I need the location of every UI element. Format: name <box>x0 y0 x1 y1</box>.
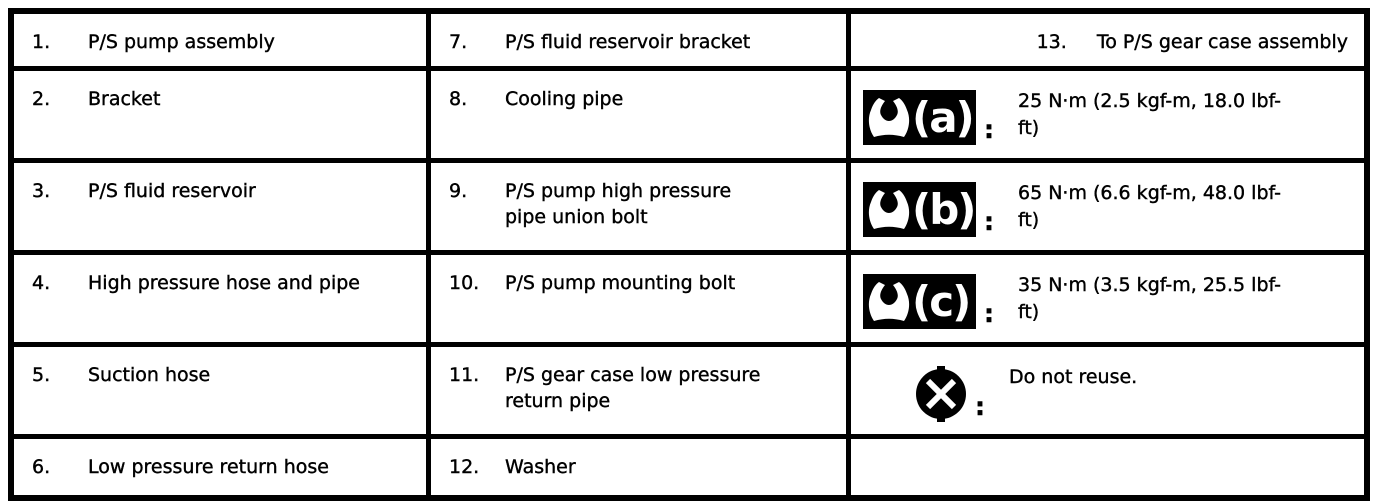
item-label: Low pressure return hose <box>88 456 329 478</box>
parts-legend-table: 1. P/S pump assembly 2. Bracket 3. P/S f… <box>8 8 1370 501</box>
item-number: 9. <box>449 180 468 202</box>
separator-colon: : <box>975 392 985 421</box>
item-number: 1. <box>32 31 51 53</box>
item-label: To P/S gear case assembly <box>1096 31 1349 53</box>
legend-item-2: 2. Bracket <box>14 71 426 158</box>
separator-colon: : <box>984 299 994 328</box>
item-number: 13. <box>1036 31 1067 53</box>
wrench-icon <box>868 97 910 137</box>
legend-item-3: 3. P/S fluid reservoir <box>14 163 426 250</box>
torque-note-a: (a) : 25 N·m (2.5 kgf-m, 18.0 lbf- ft) <box>851 71 1364 158</box>
legend-item-9: 9. P/S pump high pressure pipe union bol… <box>431 163 846 250</box>
do-not-reuse-note: : Do not reuse. <box>851 347 1364 434</box>
torque-note-c: (c) : 35 N·m (3.5 kgf-m, 25.5 lbf- ft) <box>851 255 1364 342</box>
legend-item-7: 7. P/S fluid reservoir bracket <box>431 14 846 66</box>
item-number: 3. <box>32 180 51 202</box>
item-label: P/S pump mounting bolt <box>505 272 736 294</box>
legend-item-5: 5. Suction hose <box>14 347 426 434</box>
item-label: P/S gear case low pressure return pipe <box>505 364 761 412</box>
item-number: 2. <box>32 88 51 110</box>
item-number: 10. <box>449 272 480 294</box>
torque-badge-b: (b) <box>863 182 976 237</box>
item-number: 8. <box>449 88 468 110</box>
item-number: 6. <box>32 456 51 478</box>
item-number: 12. <box>449 456 480 478</box>
torque-value: 35 N·m (3.5 kgf-m, 25.5 lbf- ft) <box>1018 274 1282 323</box>
torque-badge-a: (a) <box>863 90 976 145</box>
item-label: P/S pump assembly <box>88 31 275 53</box>
wrench-icon <box>868 189 910 229</box>
do-not-reuse-icon <box>916 366 966 422</box>
item-number: 4. <box>32 272 51 294</box>
torque-value: 25 N·m (2.5 kgf-m, 18.0 lbf- ft) <box>1018 90 1282 139</box>
legend-item-12: 12. Washer <box>431 439 846 495</box>
item-label: P/S pump high pressure pipe union bolt <box>505 180 732 228</box>
item-label: Cooling pipe <box>505 88 624 110</box>
torque-note-b: (b) : 65 N·m (6.6 kgf-m, 48.0 lbf- ft) <box>851 163 1364 250</box>
empty-cell <box>851 439 1364 495</box>
item-label: Washer <box>505 456 576 478</box>
torque-value: 65 N·m (6.6 kgf-m, 48.0 lbf- ft) <box>1018 182 1282 231</box>
item-label: Suction hose <box>88 364 211 386</box>
torque-badge-label: (b) <box>912 185 976 234</box>
torque-badge-label: (a) <box>912 93 975 142</box>
item-number: 5. <box>32 364 51 386</box>
legend-item-6: 6. Low pressure return hose <box>14 439 426 495</box>
separator-colon: : <box>984 115 994 144</box>
wrench-icon <box>868 281 910 321</box>
item-number: 11. <box>449 364 480 386</box>
note-value: Do not reuse. <box>1009 366 1138 388</box>
separator-colon: : <box>984 207 994 236</box>
item-number: 7. <box>449 31 468 53</box>
legend-item-4: 4. High pressure hose and pipe <box>14 255 426 342</box>
item-label: P/S fluid reservoir <box>88 180 256 202</box>
legend-item-1: 1. P/S pump assembly <box>14 14 426 66</box>
legend-item-11: 11. P/S gear case low pressure return pi… <box>431 347 846 434</box>
item-label: High pressure hose and pipe <box>88 272 360 294</box>
torque-badge-c: (c) <box>863 274 976 329</box>
item-label: P/S fluid reservoir bracket <box>505 31 751 53</box>
legend-item-8: 8. Cooling pipe <box>431 71 846 158</box>
item-label: Bracket <box>88 88 161 110</box>
legend-item-13: 13. To P/S gear case assembly <box>851 14 1364 66</box>
legend-item-10: 10. P/S pump mounting bolt <box>431 255 846 342</box>
torque-badge-label: (c) <box>912 277 971 326</box>
